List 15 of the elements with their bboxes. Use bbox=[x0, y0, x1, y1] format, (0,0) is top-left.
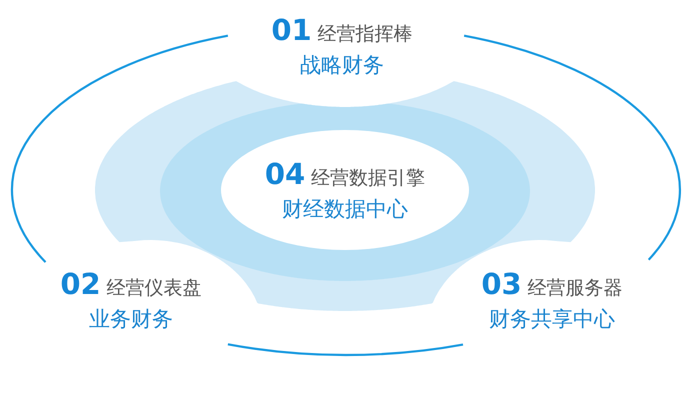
step-title: 财经数据中心 bbox=[282, 196, 408, 222]
step-heading: 经营服务器 bbox=[528, 276, 623, 300]
step-number: 03 bbox=[481, 268, 522, 300]
step-heading: 经营数据引擎 bbox=[311, 166, 426, 190]
step-title: 业务财务 bbox=[89, 306, 173, 332]
ring-arc-connector bbox=[464, 34, 680, 260]
step-heading: 经营仪表盘 bbox=[106, 276, 202, 300]
step-heading: 经营指挥棒 bbox=[318, 22, 413, 46]
step-number: 04 bbox=[264, 158, 306, 190]
step-number: 02 bbox=[60, 268, 101, 300]
step-number: 01 bbox=[271, 14, 312, 46]
step-title: 财务共享中心 bbox=[489, 306, 615, 332]
ring-arc-connector bbox=[11, 34, 228, 263]
step-title: 战略财务 bbox=[300, 52, 384, 78]
ring-arc-connector bbox=[228, 343, 464, 356]
